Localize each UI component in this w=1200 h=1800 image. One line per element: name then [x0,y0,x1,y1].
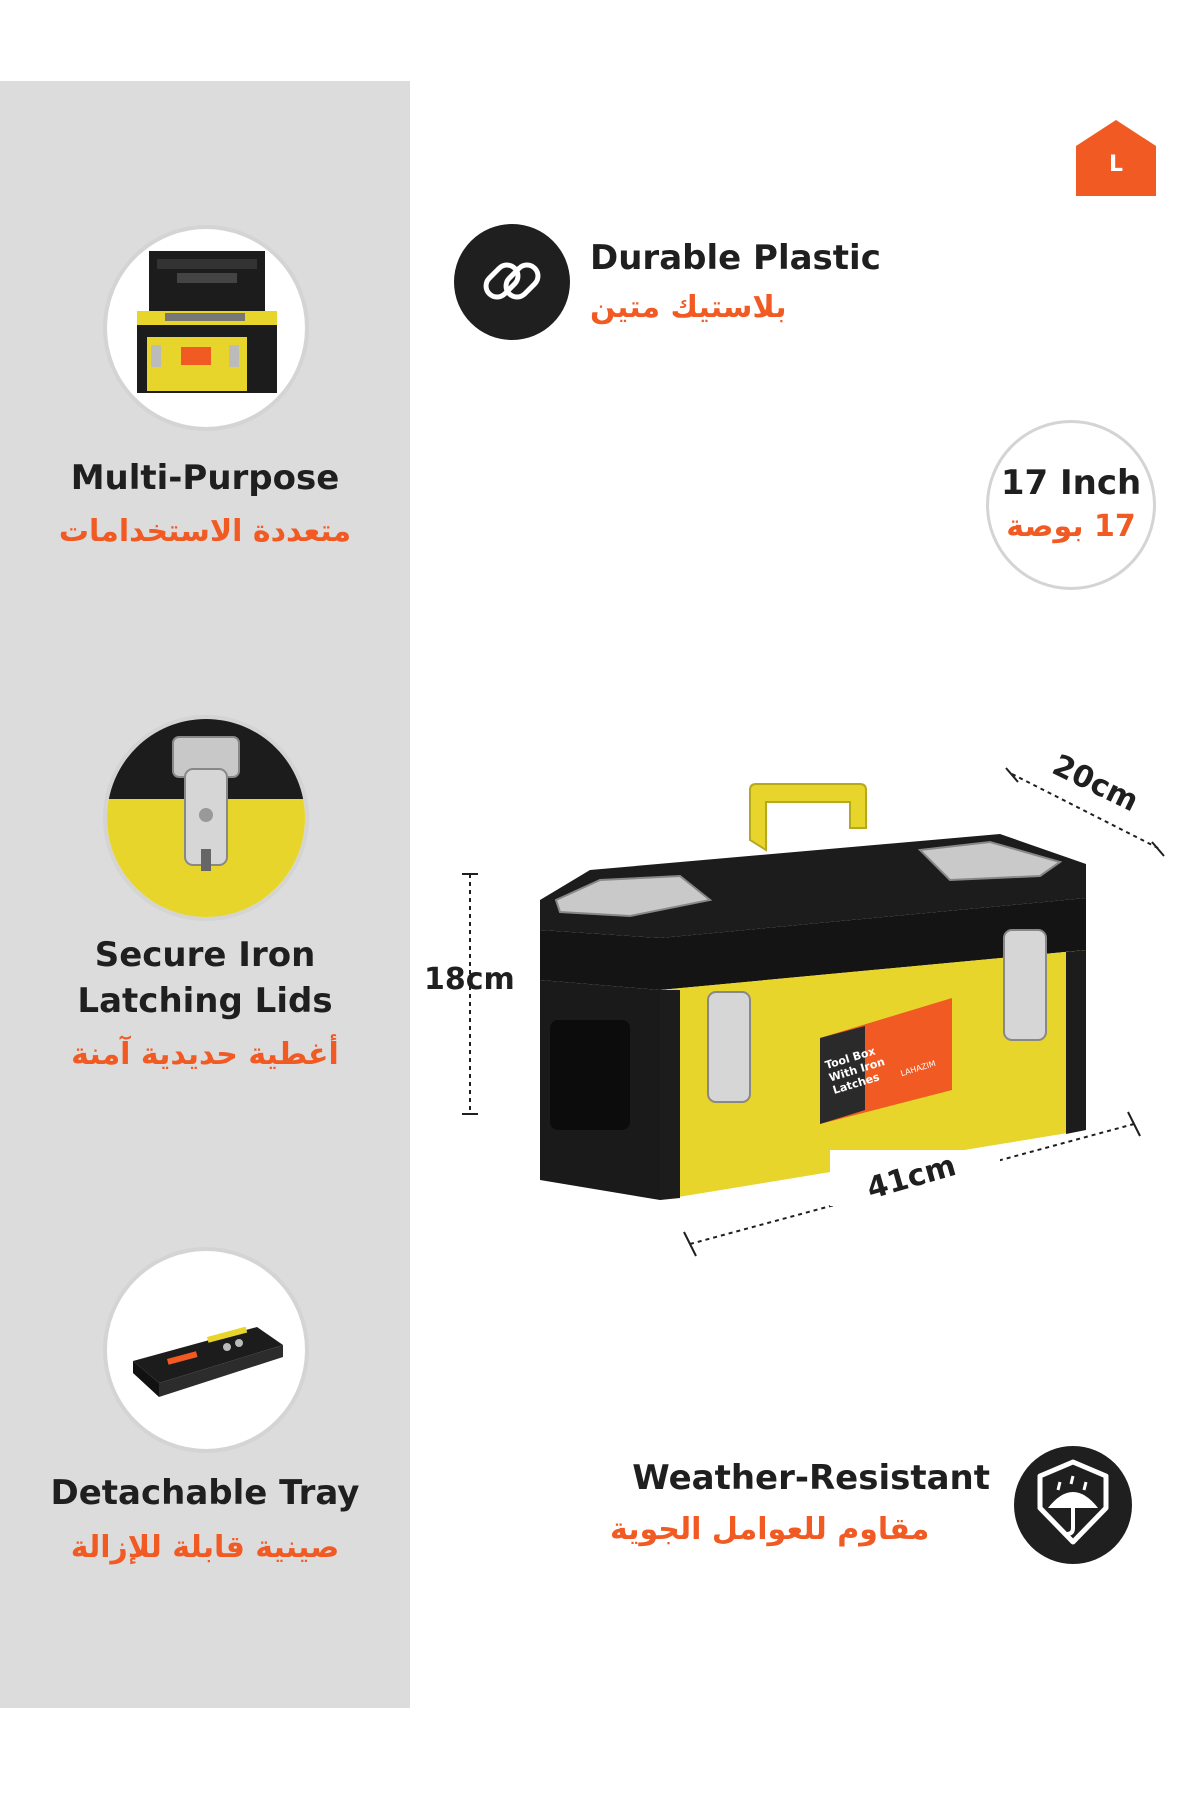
latch-closeup-image [103,715,309,921]
size-badge-ar: 17 بوصة [1006,509,1136,544]
secure-latch-title-line2: Latching Lids [77,981,333,1021]
detachable-tray-arabic: صينية قابلة للإزالة [70,1530,340,1565]
detachable-tray-title: Detachable Tray [50,1473,360,1513]
durable-plastic-arabic: بلاستيك متين [590,290,787,325]
weather-resistant-arabic: مقاوم للعوامل الجوية [610,1512,930,1547]
brand-logo-letter: L [1108,152,1124,177]
open-toolbox-image [103,225,309,431]
multi-purpose-arabic: متعددة الاستخدامات [58,514,352,549]
size-badge-en: 17 Inch [1000,463,1142,503]
weather-resistant-title: Weather-Resistant [632,1458,990,1498]
toolbox-product-image: Tool Box With Iron Latches LAHAZIM [520,780,1140,1220]
durable-plastic-title: Durable Plastic [590,238,881,278]
height-dimension: 18cm [424,962,515,997]
chain-link-icon [454,224,570,340]
umbrella-rain-icon [1014,1446,1132,1564]
multi-purpose-title: Multi-Purpose [70,458,340,498]
brand-logo: L [1076,120,1156,196]
secure-latch-title-line1: Secure Iron [94,935,316,975]
secure-latch-arabic: أغطية حديدية آمنة [71,1037,339,1072]
size-badge: 17 Inch 17 بوصة [986,420,1156,590]
tray-image [103,1247,309,1453]
